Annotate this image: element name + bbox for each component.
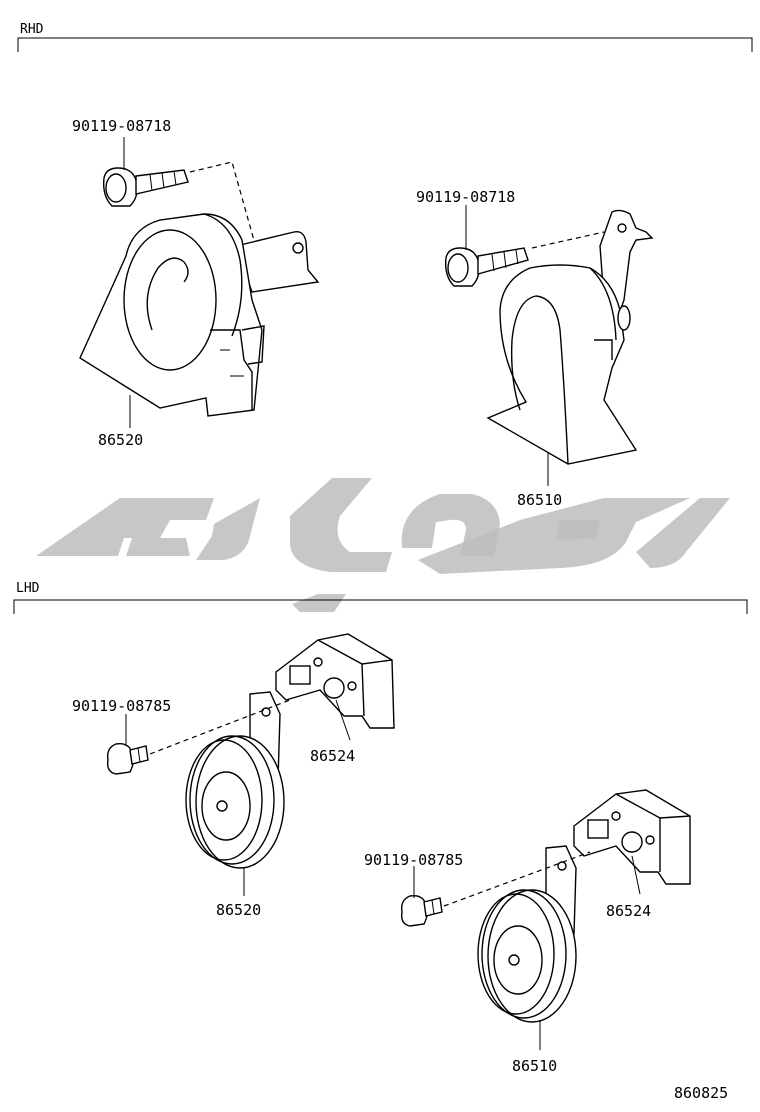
part-number-label: 90119-08785 <box>72 697 171 715</box>
horn-icon <box>79 213 265 417</box>
bolt-icon <box>444 247 529 287</box>
rhd-horn-86510-assembly <box>444 205 654 486</box>
part-number-label: 86520 <box>216 901 261 919</box>
horn-icon <box>486 264 638 465</box>
part-number-label: 90119-08718 <box>72 117 171 135</box>
bolt-icon <box>400 894 443 927</box>
lhd-horn-86520-assembly <box>106 633 395 896</box>
part-number-label: 90119-08718 <box>416 188 515 206</box>
bolt-icon <box>106 742 149 775</box>
diagram-id-label: 860825 <box>674 1084 728 1102</box>
watermark-logo <box>36 478 730 612</box>
lhd-horn-86510-assembly <box>400 789 691 1050</box>
rhd-section: RHD <box>17 22 753 52</box>
part-number-label: 86524 <box>310 747 355 765</box>
rhd-section-label: RHD <box>20 22 44 37</box>
part-number-label: 86524 <box>606 902 651 920</box>
bolt-icon <box>102 167 189 207</box>
part-number-label: 90119-08785 <box>364 851 463 869</box>
horn-icon <box>185 735 285 869</box>
lhd-section: LHD <box>13 581 748 614</box>
horn-icon <box>477 889 577 1023</box>
lhd-section-label: LHD <box>16 581 40 596</box>
part-number-label: 86520 <box>98 431 143 449</box>
bracket-icon <box>573 789 691 885</box>
part-number-label: 86510 <box>512 1057 557 1075</box>
part-number-label: 86510 <box>517 491 562 509</box>
bracket-icon <box>275 633 395 729</box>
rhd-horn-86520-assembly <box>79 137 320 428</box>
